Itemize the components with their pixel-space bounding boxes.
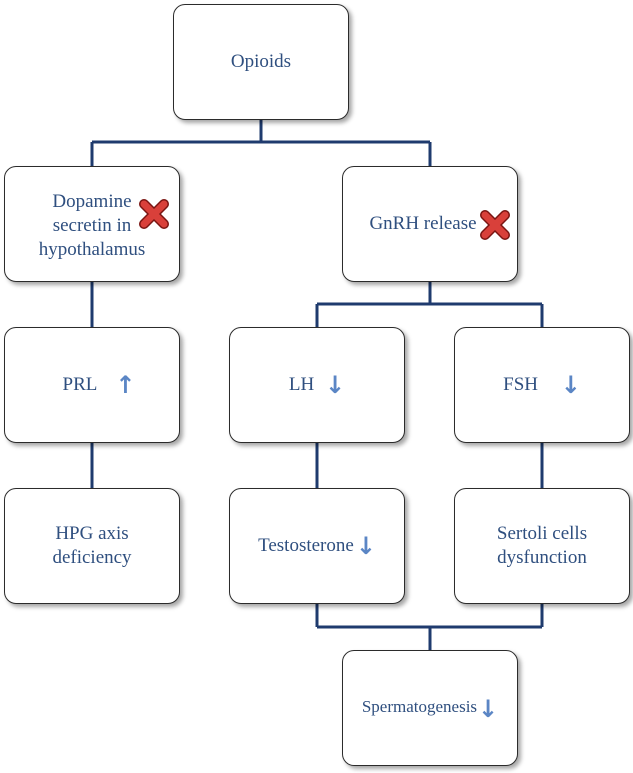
node-dopamine-line2: secretin in <box>52 215 132 236</box>
node-fsh-label: FSH <box>503 373 538 395</box>
down-arrow-icon: ↓ <box>560 371 581 400</box>
node-dopamine-line3: hypothalamus <box>38 239 146 260</box>
node-lh: LH ↓ <box>229 327 405 443</box>
node-hpg-line1: HPG axis <box>55 523 129 544</box>
connector-merge-spermatogenesis <box>315 604 544 650</box>
up-arrow-icon: ↑ <box>115 371 136 400</box>
node-dopamine-line1: Dopamine <box>52 191 132 212</box>
node-spermatogenesis: Spermatogenesis↓ <box>342 650 518 766</box>
down-arrow-icon: ↓ <box>324 371 346 400</box>
down-arrow-icon: ↓ <box>478 694 499 723</box>
node-testosterone: Testosterone↓ <box>229 488 405 604</box>
node-gnrh: GnRH release <box>342 166 518 282</box>
node-opioids-label: Opioids <box>230 51 292 72</box>
node-prl-label: PRL <box>62 373 97 395</box>
node-prl: PRL ↑ <box>4 327 180 443</box>
node-sertoli-line2: dysfunction <box>497 547 587 568</box>
node-hpg-line2: deficiency <box>52 547 132 568</box>
node-testosterone-label: Testosterone <box>258 534 354 556</box>
node-dopamine: Dopamine secretin in hypothalamus <box>4 166 180 282</box>
node-sertoli: Sertoli cells dysfunction <box>454 488 630 604</box>
node-fsh: FSH ↓ <box>454 327 630 443</box>
node-lh-label: LH <box>288 373 315 395</box>
node-hpg: HPG axis deficiency <box>4 488 180 604</box>
connector-gnrh-branch <box>315 282 544 327</box>
node-spermatogenesis-label: Spermatogenesis <box>361 697 478 717</box>
inhibit-x-icon <box>480 210 510 240</box>
connector-opioids-branch <box>90 120 432 166</box>
node-gnrh-label: GnRH release <box>369 213 477 234</box>
node-opioids: Opioids <box>173 4 349 120</box>
inhibit-x-icon <box>139 199 169 229</box>
node-sertoli-line1: Sertoli cells <box>496 523 588 544</box>
down-arrow-icon: ↓ <box>355 532 376 561</box>
